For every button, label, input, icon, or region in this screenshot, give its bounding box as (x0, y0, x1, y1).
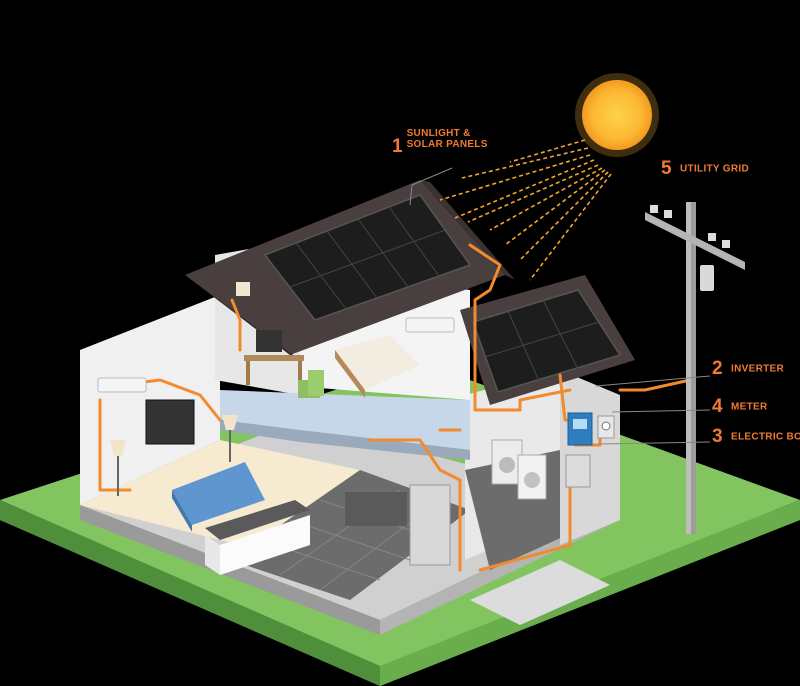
washer-icon (491, 439, 547, 500)
air-conditioner-icon (97, 377, 147, 393)
electric-box-icon (565, 454, 591, 488)
solar-panel-icon (472, 289, 622, 393)
callout-meter: 4 METER (712, 396, 768, 418)
callout-text: ELECTRIC BOX (731, 431, 800, 443)
callout-number: 4 (712, 396, 723, 417)
fridge-icon (409, 484, 451, 566)
chair-icon (298, 370, 324, 398)
callout-inverter: 2 INVERTER (712, 358, 784, 380)
tv-icon (145, 399, 195, 445)
callout-number: 5 (661, 158, 672, 179)
callout-text: METER (731, 401, 768, 413)
callout-text-line2: SOLAR PANELS (406, 139, 488, 150)
lamp-icon (236, 282, 250, 296)
utility-pole-icon (645, 202, 745, 534)
kitchen-counter (205, 500, 310, 575)
callout-text: SUNLIGHT & SOLAR PANELS (407, 128, 488, 150)
air-conditioner-icon (405, 317, 455, 333)
sunlight-rays (439, 139, 612, 281)
meter-icon (597, 415, 615, 439)
callout-text: INVERTER (731, 363, 784, 375)
callout-number: 3 (712, 426, 723, 447)
callout-number: 2 (712, 358, 723, 379)
callout-electric-box: 3 ELECTRIC BOX (712, 426, 800, 448)
stove-icon (345, 492, 407, 526)
callout-text: UTILITY GRID (680, 163, 750, 175)
inverter-icon (567, 412, 593, 446)
callout-leaders (409, 167, 711, 445)
computer-icon (244, 330, 304, 385)
bed-icon (335, 335, 420, 398)
sofa-icon (172, 462, 265, 532)
sun-icon (575, 73, 659, 157)
callout-utility-grid: 5 UTILITY GRID (661, 158, 749, 180)
callout-number: 1 (392, 136, 403, 157)
callout-solar-panels: 1 SUNLIGHT & SOLAR PANELS (392, 128, 488, 166)
lamp-icon (110, 415, 238, 496)
callout-text-line1: SUNLIGHT & (406, 128, 471, 139)
solar-panel-icon (263, 194, 472, 321)
